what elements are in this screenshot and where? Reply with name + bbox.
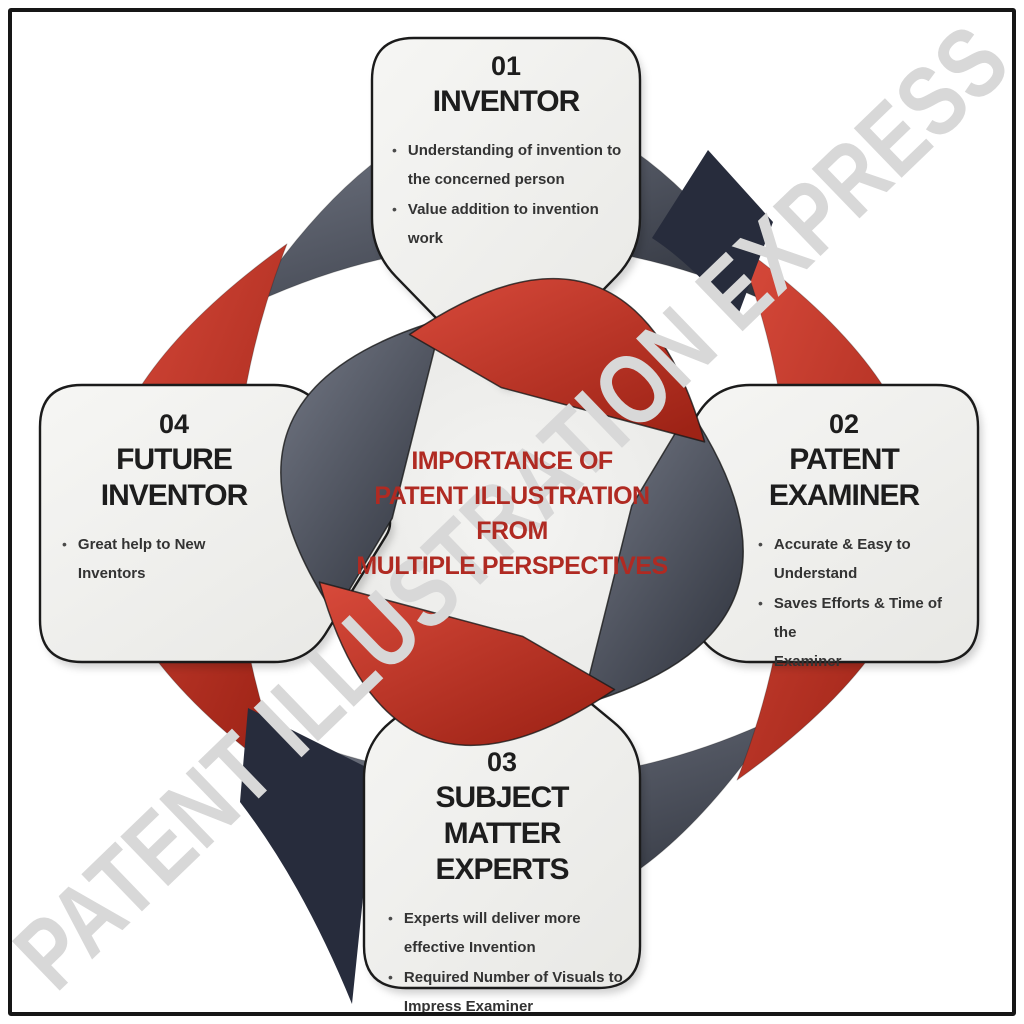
bullet-dot-icon: •	[758, 595, 763, 611]
inner-arc-left	[280, 318, 443, 616]
corner-shape-sw	[240, 708, 376, 1004]
inner-arc-right	[581, 408, 744, 706]
bullet-dot-icon: •	[388, 910, 393, 926]
center-circle	[330, 330, 694, 694]
inner-arc-top	[408, 277, 706, 443]
card-1-inventor: 01 INVENTOR • Understanding of invention…	[378, 50, 634, 254]
bullet-dot-icon: •	[388, 969, 393, 985]
center-title-line: FROM	[476, 517, 548, 545]
corner-shape-ne	[652, 150, 773, 318]
center-title-line: IMPORTANCE OF	[411, 447, 613, 475]
center-title-line: MULTIPLE PERSPECTIVES	[356, 552, 668, 580]
card-3-title: SUBJECT MATTER EXPERTS	[435, 781, 569, 886]
bullet-dot-icon: •	[392, 201, 397, 217]
card-2-title: PATENT EXAMINER	[768, 443, 920, 512]
card-4-number: 04	[158, 409, 190, 439]
bullet-dot-icon: •	[758, 536, 763, 552]
bullet-dot-icon: •	[392, 142, 397, 158]
inner-arc-bottom	[318, 581, 616, 747]
bullet-item: • Value addition to invention work	[392, 195, 634, 253]
bullet-dot-icon: •	[62, 536, 67, 552]
card-1-number: 01	[490, 51, 522, 81]
center-title: IMPORTANCE OF PATENT ILLUSTRATION FROM M…	[340, 444, 684, 584]
card-3-subject-matter-experts: 03 SUBJECT MATTER EXPERTS • Experts will…	[376, 746, 628, 1022]
center-title-line: PATENT ILLUSTRATION	[374, 482, 650, 510]
card-4-title: FUTURE INVENTOR	[100, 443, 248, 512]
card-1-title: INVENTOR	[432, 85, 580, 118]
card-2-number: 02	[828, 409, 860, 439]
card-3-number: 03	[486, 747, 518, 777]
